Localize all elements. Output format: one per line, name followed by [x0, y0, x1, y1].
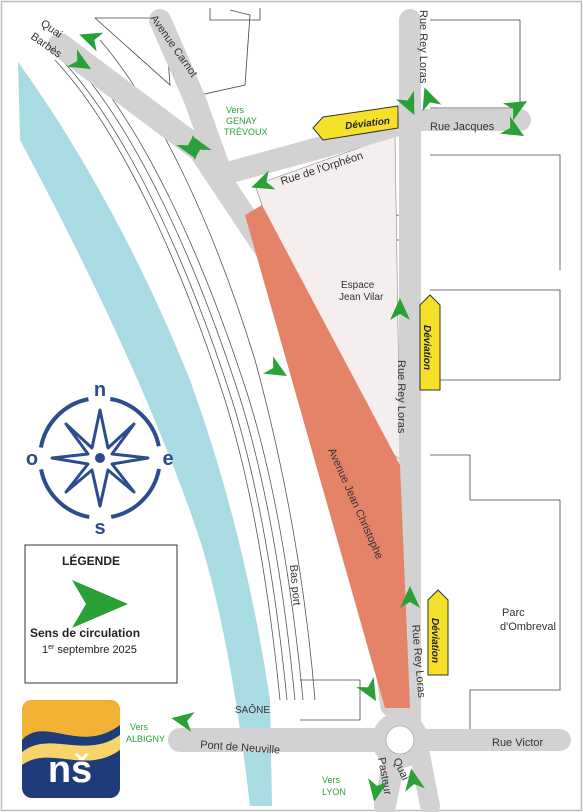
arrow-icon: [390, 298, 410, 320]
logo-text: nš: [48, 749, 92, 791]
arrow-icon: [79, 32, 104, 52]
label-genay-2: GENAY: [226, 116, 257, 126]
legend-title: LÉGENDE: [62, 553, 120, 568]
arrow-icon: [422, 87, 442, 112]
label-lyon-1: Vers: [322, 775, 341, 785]
label-genay-3: TRÉVOUX: [224, 127, 268, 137]
legend-item: Sens de circulation: [30, 626, 140, 640]
label-parc-2: d'Ombreval: [500, 621, 556, 633]
label-genay-1: Vers: [226, 105, 245, 115]
label-rue-victor: Rue Victor: [492, 737, 543, 749]
label-pont-de-neuville: Pont de Neuville: [200, 739, 281, 757]
legend: LÉGENDE Sens de circulation 1er septembr…: [24, 544, 178, 684]
roundabout-island: [385, 725, 415, 755]
compass-s: s: [94, 517, 105, 539]
deviation-banner-mid: Déviation: [419, 294, 441, 391]
closed-road-zone: [245, 205, 410, 708]
svg-text:Déviation: Déviation: [421, 325, 432, 370]
label-parc-1: Parc: [502, 607, 525, 619]
svg-text:Déviation: Déviation: [345, 116, 391, 132]
label-albigny-2: ALBIGNY: [126, 734, 165, 744]
deviation-banner-top: Déviation: [312, 105, 399, 141]
traffic-arrows: [67, 32, 528, 802]
label-rue-jacques: Rue Jacques: [430, 121, 495, 133]
arrow-icon: [176, 135, 196, 160]
compass-n: n: [94, 379, 106, 401]
deviation-banner-bottom: Déviation: [427, 589, 449, 676]
arrow-icon: [251, 170, 276, 190]
legend-arrow-icon: [72, 580, 128, 628]
arrow-icon: [395, 90, 415, 115]
arrow-icon: [500, 116, 525, 136]
arrow-icon: [171, 712, 195, 732]
compass-rose: n s e o: [26, 379, 174, 539]
label-bas-port: Bas port: [287, 564, 303, 606]
arrow-icon: [192, 135, 212, 160]
label-rue-rey-loras-mid: Rue Rey Loras: [395, 360, 407, 434]
legend-date: 1er septembre 2025: [42, 644, 137, 656]
arrow-icon: [263, 356, 288, 376]
label-rue-rey-loras-top: Rue Rey Loras: [417, 10, 429, 84]
compass-o: o: [26, 448, 38, 470]
river-saone: [18, 62, 272, 806]
arrow-icon: [400, 586, 420, 608]
label-lyon-2: LYON: [322, 787, 346, 797]
compass-e: e: [162, 448, 173, 470]
arrow-icon: [368, 778, 388, 802]
arrow-icon: [503, 101, 528, 121]
label-saone: SAÔNE: [235, 703, 270, 716]
label-espace-2: Jean Vilar: [339, 292, 384, 303]
arrow-icon: [405, 768, 425, 792]
label-albigny-1: Vers: [130, 722, 149, 732]
arrow-icon: [356, 677, 376, 702]
label-espace-1: Espace: [341, 280, 375, 291]
svg-text:Déviation: Déviation: [429, 618, 440, 663]
logo: nš: [22, 700, 120, 798]
arrow-icon: [67, 49, 92, 69]
